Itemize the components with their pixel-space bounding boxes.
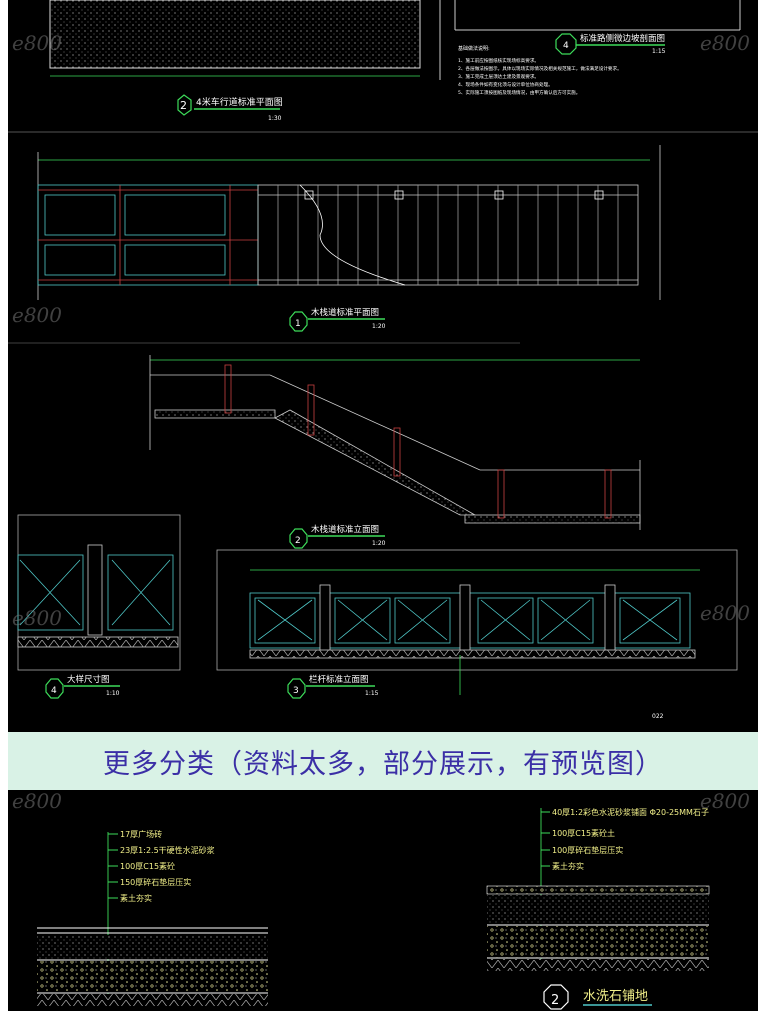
top-plan: 2 4米车行道标准平面图 1:30 (49, 0, 741, 122)
note: 4、现场条件如有变化须与设计单位协商处理。 (458, 81, 553, 88)
drawing-number: 2 (180, 99, 187, 112)
watermark: e800 (12, 606, 62, 630)
drawing-number: 1 (295, 319, 301, 329)
drawing-scale: 1:10 (106, 690, 120, 697)
paving-section-right: 40厚1:2彩色水泥砂浆铺面 Φ20-25MM石子 100厚C15素砼土 100… (486, 807, 710, 1010)
drawing-title: 木栈道标准平面图 (311, 307, 379, 318)
drawing-number: 2 (551, 993, 559, 1008)
watermark: e800 (12, 789, 62, 813)
drawing-scale: 1:15 (365, 690, 379, 697)
note: 1、施工前应按图纸核实现场标高要求。 (458, 57, 539, 64)
watermark: e800 (12, 303, 62, 327)
paving-section-left: 17厚广场砖 23厚1:2.5干硬性水泥砂浆 100厚C15素砼 150厚碎石垫… (37, 829, 268, 1006)
sheet-number: 022 (652, 713, 664, 720)
layer-label: 100厚C15素砼 (120, 861, 175, 871)
layer-label: 150厚碎石垫层压实 (120, 877, 191, 887)
layer-label: 100厚C15素砼土 (552, 828, 615, 838)
note: 2、各层做法按图示，具体以现场实际情况及相关规范施工，做法满足设计要求。 (458, 65, 622, 72)
slope-section-notes: 4 标准路侧微边坡剖面图 1:15 基础做法说明: 1、施工前应按图纸核实现场标… (8, 33, 758, 133)
margin (0, 0, 8, 1011)
layer-label: 40厚1:2彩色水泥砂浆铺面 Φ20-25MM石子 (552, 807, 709, 817)
watermark: e800 (700, 601, 750, 625)
boardwalk-elevation: 2 木栈道标准立面图 1:20 (149, 355, 641, 549)
drawing-scale: 1:20 (372, 323, 386, 330)
drawing-title: 4米车行道标准平面图 (196, 96, 283, 108)
note: 3、施工完成土层须达土建及景观要求。 (458, 73, 539, 80)
drawing-title: 木栈道标准立面图 (311, 524, 379, 535)
more-categories-banner: 更多分类（资料太多，部分展示，有预览图） (8, 732, 758, 790)
drawing-number: 3 (293, 686, 299, 696)
watermark: e800 (700, 31, 750, 55)
drawing-scale: 1:15 (652, 48, 666, 55)
drawing-title: 水洗石铺地 (583, 989, 648, 1004)
drawing-number: 4 (51, 686, 57, 696)
banner-text: 更多分类（资料太多，部分展示，有预览图） (103, 748, 663, 780)
drawing-number: 4 (563, 41, 569, 51)
drawing-scale: 1:30 (268, 115, 282, 122)
railing-elevation: 3 栏杆标准立面图 1:15 022 (216, 549, 738, 720)
drawing-scale: 1:20 (372, 540, 386, 547)
drawing-title: 标准路侧微边坡剖面图 (580, 33, 665, 44)
layer-label: 素土夯实 (552, 861, 584, 871)
layer-label: 23厚1:2.5干硬性水泥砂浆 (120, 845, 215, 855)
layer-label: 17厚广场砖 (120, 829, 162, 839)
layer-label: 素土夯实 (120, 893, 152, 903)
boardwalk-plan: 1 木栈道标准平面图 1:20 (8, 145, 661, 344)
detail-drawing: 4 大样尺寸图 1:10 (17, 514, 181, 699)
drawing-title: 大样尺寸图 (67, 674, 110, 685)
drawing-number: 2 (295, 536, 301, 546)
watermark: e800 (700, 789, 750, 813)
notes-title: 基础做法说明: (458, 45, 490, 52)
watermark: e800 (12, 31, 62, 55)
note: 5、实际施工须按图纸及现场情况，由甲方确认后方可实施。 (458, 89, 580, 96)
drawing-title: 栏杆标准立面图 (309, 674, 369, 685)
layer-label: 100厚碎石垫层压实 (552, 845, 623, 855)
